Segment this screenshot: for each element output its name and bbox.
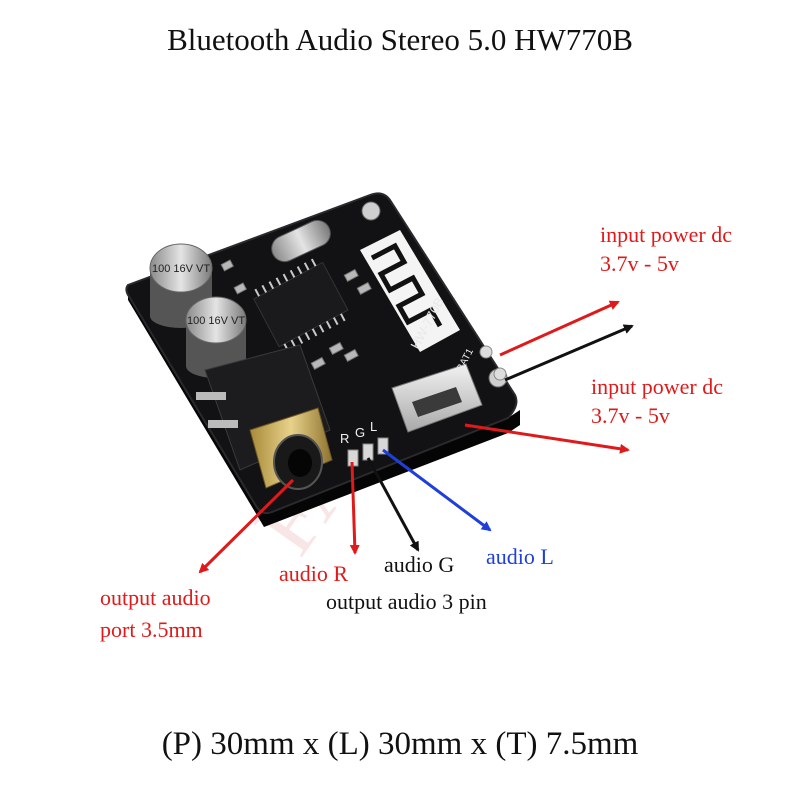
power-label-bottom-line2: 3.7v - 5v [591, 403, 670, 428]
pin-caption: output audio 3 pin [326, 589, 487, 614]
pin-pad-g [362, 443, 374, 461]
mounting-hole [361, 201, 381, 221]
main-chip [253, 258, 349, 352]
power-label-top-line2: 3.7v - 5v [600, 251, 679, 276]
arrow-audio-r [349, 461, 360, 555]
arrow-audio-l [382, 448, 492, 532]
audio-jack-3-5mm [196, 344, 333, 490]
micro-usb-port [391, 363, 483, 433]
pin-label-l: L [370, 419, 377, 434]
arrow-audio-port [198, 478, 295, 574]
capacitor-2-label: 100 16V VT [187, 315, 245, 327]
crystal-oscillator [271, 219, 331, 263]
power-label-top-line1: input power dc [600, 222, 732, 247]
arrow-power-top [499, 300, 620, 357]
bt-antenna-trace [370, 242, 443, 328]
audio-port-label-line2: port 3.5mm [100, 617, 203, 642]
pin-label-r: R [340, 431, 349, 446]
batt-pad-negative [493, 367, 507, 381]
audio-l-label: audio L [486, 544, 554, 569]
audio-port-label: output audio port 3.5mm [100, 582, 211, 646]
smd-components [220, 259, 372, 371]
dimensions-caption: (P) 30mm x (L) 30mm x (T) 7.5mm [161, 726, 639, 762]
capacitor-1-label: 100 16V VT [152, 263, 210, 275]
power-label-top: input power dc 3.7v - 5v [600, 220, 732, 278]
pin-label-g: G [355, 425, 365, 440]
diagram-title: Bluetooth Audio Stereo 5.0 HW770B [167, 22, 633, 57]
arrow-power-ground [504, 324, 634, 382]
audio-g-label: audio G [384, 552, 455, 577]
audio-r-label: audio R [279, 561, 349, 586]
arrow-power-bottom [464, 423, 630, 454]
power-label-bottom-line1: input power dc [591, 374, 723, 399]
arrow-audio-g [366, 457, 420, 552]
pin-pad-l [377, 437, 389, 455]
batt-pad-positive [479, 345, 493, 359]
power-label-bottom: input power dc 3.7v - 5v [591, 372, 723, 430]
audio-port-label-line1: output audio [100, 585, 211, 610]
